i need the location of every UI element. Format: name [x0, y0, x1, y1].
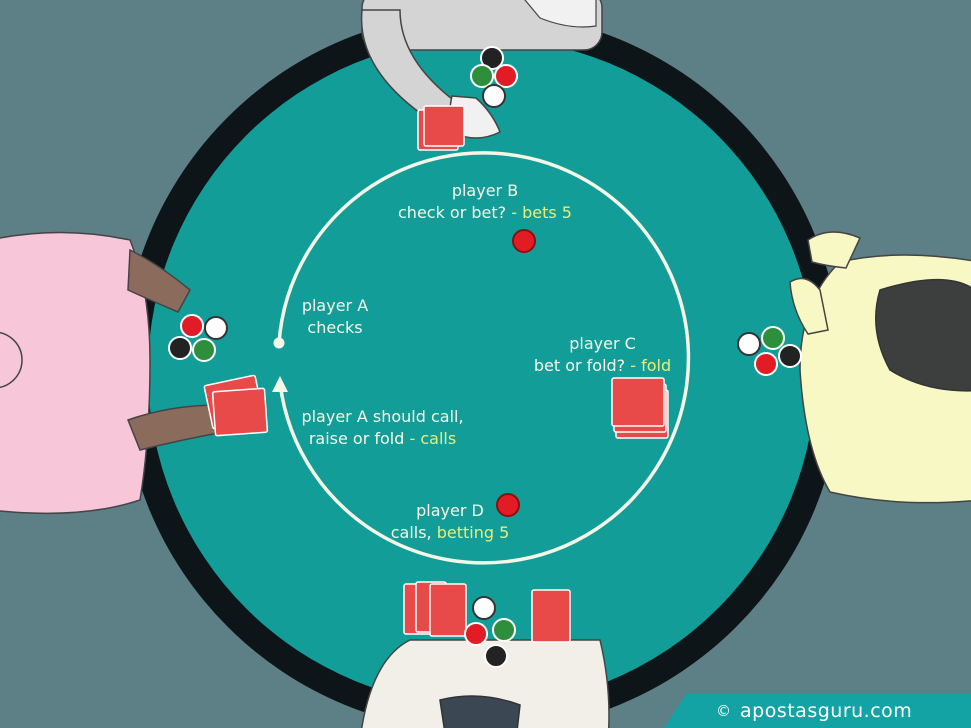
player-d-action: betting 5: [436, 523, 510, 542]
turn-order-arrow: [272, 151, 691, 565]
poker-chip-icon: [168, 336, 192, 360]
player-b-prompt: check or bet?: [398, 203, 507, 222]
poker-chip-icon: [778, 344, 802, 368]
player-a-chips: [168, 314, 228, 362]
player-b-name: player B: [451, 181, 519, 200]
playing-card-icon: [611, 377, 665, 427]
player-a-second-separator: -: [404, 429, 421, 448]
poker-chip-icon: [204, 316, 228, 340]
poker-chip-icon: [480, 46, 504, 70]
player-c-action: fold: [641, 356, 672, 375]
poker-chip-icon: [737, 332, 761, 356]
arrow-head-icon: [272, 376, 288, 392]
poker-chip-icon: [754, 352, 778, 376]
player-b-label: player B check or bet? - bets 5: [380, 180, 590, 224]
watermark-text: apostasguru.com: [740, 700, 913, 722]
player-a-cards: [203, 374, 269, 437]
player-b-bet-chip-icon: [512, 229, 536, 253]
poker-chip-icon: [761, 326, 785, 350]
player-d-label: player D calls, betting 5: [380, 500, 520, 544]
table-felt: [148, 38, 816, 706]
player-d-cards: [403, 581, 571, 643]
player-b-action: bets 5: [522, 203, 572, 222]
poker-chip-icon: [482, 84, 506, 108]
player-d-figure: [361, 639, 610, 728]
player-a-action: checks: [307, 318, 363, 337]
poker-chip-icon: [492, 618, 516, 642]
poker-chip-icon: [472, 596, 496, 620]
player-d-bet-chip-icon: [496, 493, 520, 517]
player-c-cards: [611, 377, 669, 439]
player-a-second-prompt: raise or fold: [308, 429, 405, 448]
playing-card-icon: [211, 387, 269, 437]
player-c-label: player C bet or fold? - fold: [520, 333, 685, 377]
player-d-action-prefix: calls,: [390, 523, 437, 542]
poker-chip-icon: [192, 338, 216, 362]
player-d-chips: [464, 596, 516, 668]
player-a-figure: [0, 231, 225, 515]
playing-card-icon: [429, 583, 467, 637]
poker-chip-icon: [484, 644, 508, 668]
poker-chip-icon: [494, 64, 518, 88]
playing-card-icon: [423, 105, 465, 147]
player-a-name: player A: [301, 296, 369, 315]
watermark: © apostasguru.com: [664, 694, 971, 728]
player-a-second-line1: player A should call,: [301, 407, 464, 426]
player-c-figure: [789, 231, 971, 504]
player-d-name: player D: [416, 501, 484, 520]
poker-chip-icon: [464, 622, 488, 646]
player-c-chips: [737, 326, 802, 376]
playing-card-icon: [531, 589, 571, 643]
player-a-second-action: calls: [420, 429, 457, 448]
player-b-chips: [470, 46, 518, 108]
poker-chip-icon: [470, 64, 494, 88]
player-c-separator: -: [625, 356, 642, 375]
copyright-icon: ©: [716, 702, 731, 720]
player-a-label: player A checks: [290, 295, 380, 339]
player-c-prompt: bet or fold?: [533, 356, 626, 375]
player-a-second-label: player A should call, raise or fold - ca…: [290, 406, 475, 450]
poker-chip-icon: [180, 314, 204, 338]
player-c-name: player C: [569, 334, 636, 353]
player-b-separator: -: [506, 203, 523, 222]
player-b-cards: [417, 105, 465, 151]
